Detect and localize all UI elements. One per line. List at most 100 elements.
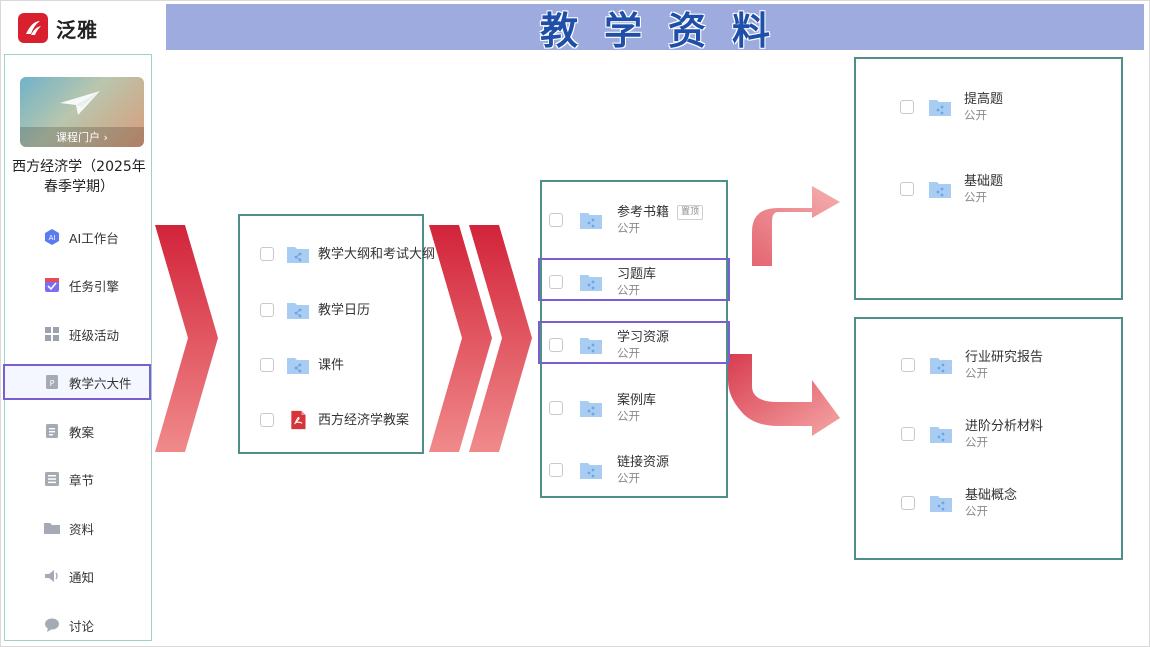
sidebar-item-materials[interactable]: 资料 bbox=[5, 510, 151, 546]
folder-icon bbox=[43, 519, 61, 537]
select-checkbox[interactable] bbox=[260, 358, 274, 372]
visibility-label: 公开 bbox=[617, 283, 640, 297]
list-item[interactable]: 教学大纲和考试大纲 bbox=[260, 244, 435, 264]
select-checkbox[interactable] bbox=[260, 247, 274, 261]
brand-logo[interactable]: 泛雅 bbox=[18, 10, 158, 46]
sidebar-item-lesson-plan[interactable]: 教案 bbox=[5, 413, 151, 449]
chat-icon bbox=[43, 616, 61, 634]
pinned-badge: 置顶 bbox=[677, 205, 704, 220]
list-item[interactable]: 课件 bbox=[260, 355, 344, 375]
select-checkbox[interactable] bbox=[549, 338, 563, 352]
shared-folder-icon bbox=[580, 338, 602, 354]
list-item[interactable]: 提高题 公开 bbox=[900, 91, 1003, 123]
sidebar-item-notices[interactable]: 通知 bbox=[5, 558, 151, 594]
course-portal-link[interactable]: 课程门户 › bbox=[20, 127, 144, 147]
sidebar-item-label: 讨论 bbox=[69, 618, 95, 634]
list-item[interactable]: 参考书籍 置顶 公开 bbox=[549, 204, 704, 236]
curved-arrow-down bbox=[728, 354, 840, 436]
visibility-label: 公开 bbox=[964, 108, 987, 122]
shared-folder-icon bbox=[580, 463, 602, 479]
list-item[interactable]: 习题库 公开 bbox=[549, 266, 656, 298]
course-cover[interactable]: 课程门户 › bbox=[20, 77, 144, 147]
select-checkbox[interactable] bbox=[260, 413, 274, 427]
sidebar-item-chapters[interactable]: 章节 bbox=[5, 461, 151, 497]
shared-folder-icon bbox=[287, 358, 309, 374]
item-name: 教学日历 bbox=[318, 302, 371, 318]
item-name: 学习资源 bbox=[617, 330, 670, 345]
shared-folder-icon bbox=[930, 496, 952, 512]
svg-text:P: P bbox=[50, 379, 55, 388]
shared-folder-icon bbox=[929, 100, 951, 116]
item-name: 行业研究报告 bbox=[965, 350, 1044, 365]
list-item[interactable]: 基础概念 公开 bbox=[901, 487, 1017, 519]
sidebar-item-ai-workbench[interactable]: AI AI工作台 bbox=[5, 219, 151, 255]
select-checkbox[interactable] bbox=[901, 496, 915, 510]
curved-arrow-up bbox=[728, 186, 840, 266]
item-name: 基础概念 bbox=[965, 488, 1018, 503]
select-checkbox[interactable] bbox=[549, 463, 563, 477]
shared-folder-icon bbox=[287, 303, 309, 319]
shared-folder-icon bbox=[287, 247, 309, 263]
highlight-exercise-bank bbox=[538, 258, 730, 301]
banner-title: 教学资料 bbox=[539, 7, 796, 53]
sidebar-item-class-activities[interactable]: 班级活动 bbox=[5, 316, 151, 352]
list-item[interactable]: 链接资源 公开 bbox=[549, 454, 669, 486]
item-name: 教学大纲和考试大纲 bbox=[318, 246, 436, 262]
list-item[interactable]: 教学日历 bbox=[260, 300, 370, 320]
sidebar-item-task-engine[interactable]: 任务引擎 bbox=[5, 267, 151, 303]
sidebar-item-label: 任务引擎 bbox=[69, 278, 120, 294]
panel-materials-folders: 参考书籍 置顶 公开 习题库 公开 学习资源 公开 案例库 公开 bbox=[540, 180, 728, 498]
svg-text:AI: AI bbox=[49, 234, 56, 242]
sidebar-item-label: 班级活动 bbox=[69, 327, 120, 343]
visibility-label: 公开 bbox=[617, 221, 640, 235]
item-name: 案例库 bbox=[617, 393, 657, 408]
grid-icon bbox=[43, 325, 61, 343]
visibility-label: 公开 bbox=[617, 471, 640, 485]
list-item[interactable]: 行业研究报告 公开 bbox=[901, 349, 1043, 381]
select-checkbox[interactable] bbox=[900, 100, 914, 114]
sidebar-item-label: AI工作台 bbox=[69, 230, 119, 246]
select-checkbox[interactable] bbox=[549, 275, 563, 289]
list-item[interactable]: 进阶分析材料 公开 bbox=[901, 418, 1043, 450]
select-checkbox[interactable] bbox=[901, 427, 915, 441]
chapter-icon bbox=[43, 470, 61, 488]
p-doc-icon: P bbox=[43, 373, 61, 391]
speaker-icon bbox=[43, 567, 61, 585]
shared-folder-icon bbox=[580, 275, 602, 291]
course-title: 西方经济学（2025年春季学期） bbox=[12, 159, 146, 195]
select-checkbox[interactable] bbox=[549, 213, 563, 227]
chevron-arrow-1 bbox=[155, 225, 218, 452]
list-item[interactable]: 案例库 公开 bbox=[549, 392, 656, 424]
select-checkbox[interactable] bbox=[900, 182, 914, 196]
visibility-label: 公开 bbox=[965, 366, 988, 380]
shared-folder-icon bbox=[580, 401, 602, 417]
sidebar-item-label: 章节 bbox=[69, 472, 95, 488]
item-name: 习题库 bbox=[617, 267, 657, 282]
sidebar-item-teaching-six-pieces[interactable]: P 教学六大件 bbox=[3, 364, 151, 400]
sidebar-item-label: 通知 bbox=[69, 569, 95, 585]
sidebar-item-label: 教学六大件 bbox=[69, 375, 132, 391]
panel-exercise-subfolders: 提高题 公开 基础题 公开 bbox=[854, 57, 1123, 300]
sidebar-item-label: 教案 bbox=[69, 424, 95, 440]
list-item[interactable]: 西方经济学教案 bbox=[260, 410, 409, 430]
shared-folder-icon bbox=[930, 358, 952, 374]
select-checkbox[interactable] bbox=[549, 401, 563, 415]
list-item[interactable]: 基础题 公开 bbox=[900, 173, 1003, 205]
item-name: 进阶分析材料 bbox=[965, 419, 1044, 434]
sidebar-item-label: 资料 bbox=[69, 521, 95, 537]
select-checkbox[interactable] bbox=[260, 303, 274, 317]
item-name: 基础题 bbox=[964, 174, 1004, 189]
shared-folder-icon bbox=[580, 213, 602, 229]
visibility-label: 公开 bbox=[965, 504, 988, 518]
highlight-learning-resources bbox=[538, 321, 730, 364]
sidebar-item-discussion[interactable]: 讨论 bbox=[5, 607, 151, 643]
title-banner: 教学资料 bbox=[166, 4, 1144, 53]
shared-folder-icon bbox=[929, 182, 951, 198]
paper-plane-icon bbox=[60, 91, 100, 115]
visibility-label: 公开 bbox=[617, 409, 640, 423]
item-name: 链接资源 bbox=[617, 455, 670, 470]
ai-icon: AI bbox=[43, 228, 61, 246]
select-checkbox[interactable] bbox=[901, 358, 915, 372]
list-item[interactable]: 学习资源 公开 bbox=[549, 329, 669, 361]
